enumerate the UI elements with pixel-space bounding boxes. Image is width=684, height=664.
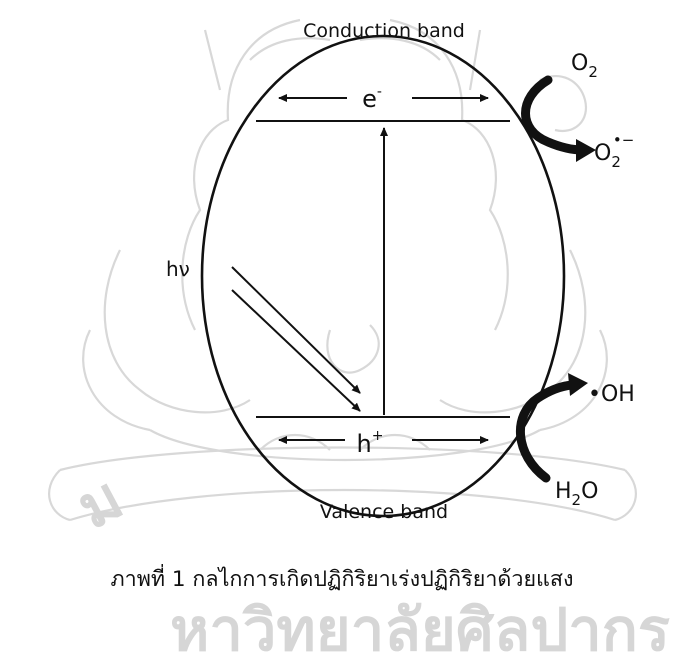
light-arrow-2 bbox=[232, 290, 360, 411]
water-label: H2O bbox=[555, 479, 598, 509]
hydroxyl-radical-label: •OH bbox=[588, 382, 635, 407]
light-arrow-1 bbox=[232, 267, 360, 393]
electron-double-arrow: e- bbox=[279, 84, 488, 113]
conduction-band-label: Conduction band bbox=[303, 20, 465, 42]
electron-label: e- bbox=[362, 84, 382, 113]
superoxide-label: O2•− bbox=[594, 131, 634, 171]
figure-caption: ภาพที่ 1 กลไกการเกิดปฏิกิริยาเร่งปฏิกิริ… bbox=[0, 562, 684, 596]
photon-label: hν bbox=[166, 257, 190, 281]
watermark-arc-text: หาวิทยาลัยศิลปากร bbox=[170, 596, 670, 664]
hole-label: h+ bbox=[357, 428, 384, 458]
oxygen-label: O2 bbox=[571, 51, 598, 81]
valence-band-label: Valence band bbox=[320, 501, 448, 523]
watermark-letter: ม bbox=[66, 463, 134, 543]
